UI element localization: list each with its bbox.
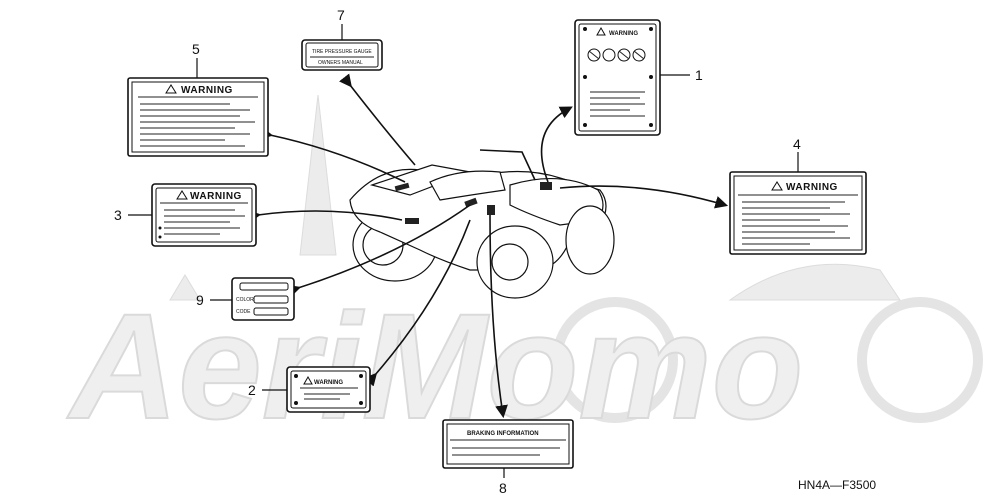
callout-number-1: 1 — [695, 67, 703, 83]
label-9-row1-label: COLOR — [236, 297, 254, 303]
rivet-icon — [583, 27, 587, 31]
label-9-row-empty — [239, 282, 289, 291]
watermark-spire-left — [169, 274, 201, 301]
arrow-label-9 — [286, 204, 471, 298]
label-9-row1-box — [253, 295, 289, 304]
bullet-icon — [158, 235, 162, 239]
watermark-text: AeriMomo — [66, 282, 803, 450]
label-7: TIRE PRESSURE GAUGE OWNERS MANUAL 7 — [301, 7, 383, 71]
callout-number-4: 4 — [793, 136, 801, 152]
arrow-label-3 — [247, 209, 403, 223]
label-8-border — [446, 423, 570, 465]
label-3-heading: WARNING — [190, 191, 242, 202]
label-3: WARNING 3 — [114, 183, 257, 247]
atv-front-hub-left — [491, 243, 529, 281]
diagram-code: HN4A—F3500 — [798, 478, 876, 492]
arrow-label-8 — [489, 214, 508, 419]
watermark-logo: AeriMomo — [65, 94, 983, 451]
arrow-label-1 — [540, 106, 573, 183]
warning-triangle-icon — [303, 375, 313, 385]
rivet-icon — [294, 374, 298, 378]
label-8: BRAKING INFORMATION 8 — [442, 419, 574, 496]
label-7-line1: TIRE PRESSURE GAUGE — [312, 49, 372, 55]
callout-number-2: 2 — [248, 382, 256, 398]
rivet-icon — [649, 75, 653, 79]
pointer-arrows — [247, 73, 729, 419]
rivet-icon — [583, 123, 587, 127]
rivet-icon — [359, 374, 363, 378]
arrow-label-5 — [259, 126, 406, 183]
pictogram-icon-2 — [602, 48, 616, 62]
arrow-label-4 — [559, 185, 729, 209]
callout-number-7: 7 — [337, 7, 345, 23]
pictogram-icon-3 — [617, 48, 631, 62]
label-4-border — [733, 175, 863, 251]
warning-triangle-icon — [596, 26, 606, 36]
atv-front-wheel-right — [565, 205, 615, 275]
label-7-border — [305, 42, 379, 68]
watermark-wheel-left — [552, 297, 678, 423]
callout-number-9: 9 — [196, 292, 204, 308]
label-9: COLOR CODE 9 — [196, 277, 295, 321]
atv-seat — [429, 170, 506, 201]
rivet-icon — [583, 75, 587, 79]
rivet-icon — [649, 27, 653, 31]
label-2: WARNING 2 — [248, 366, 371, 413]
label-2-plate — [286, 366, 371, 413]
atv-decal-mark-4 — [405, 218, 419, 224]
label-5-border — [131, 81, 265, 153]
atv-illustration — [349, 149, 615, 299]
label-1-heading: WARNING — [609, 31, 638, 37]
label-8-heading: BRAKING INFORMATION — [467, 431, 539, 437]
callout-number-8: 8 — [499, 480, 507, 496]
rivet-icon — [359, 401, 363, 405]
atv-decal-mark-5 — [487, 205, 495, 215]
label-9-plate — [231, 277, 295, 321]
label-2-heading: WARNING — [314, 380, 343, 386]
label-1: WARNING 1 — [574, 19, 703, 136]
warning-triangle-icon — [176, 190, 188, 200]
watermark-motorcycle — [728, 263, 901, 301]
label-3-border — [155, 187, 253, 243]
arrow-label-7 — [339, 73, 416, 166]
label-4: WARNING 4 — [729, 136, 867, 255]
label-9-row2-box — [253, 307, 289, 316]
atv-decal-mark-3 — [464, 197, 478, 208]
label-1-border — [578, 23, 657, 132]
label-9-row2-label: CODE — [236, 309, 251, 315]
bullet-icon — [158, 226, 162, 230]
label-5-heading: WARNING — [181, 85, 233, 96]
rivet-icon — [649, 123, 653, 127]
watermark-wheel-right — [857, 297, 983, 423]
label-7-line2: OWNERS MANUAL — [318, 60, 363, 66]
callout-number-3: 3 — [114, 207, 122, 223]
arrow-label-2 — [363, 219, 471, 387]
atv-handlebar — [479, 149, 536, 181]
atv-decal-mark-1 — [394, 182, 410, 192]
callout-number-5: 5 — [192, 41, 200, 57]
prohibited-slash-icon-1 — [588, 50, 600, 60]
pictogram-icon-4 — [632, 48, 646, 62]
rivet-icon — [294, 401, 298, 405]
watermark-tower — [299, 94, 337, 256]
pictogram-icon-1 — [587, 48, 601, 62]
warning-triangle-icon — [165, 84, 177, 94]
atv-decal-mark-2 — [540, 182, 552, 190]
label-4-heading: WARNING — [786, 182, 838, 193]
prohibited-slash-icon-4 — [633, 50, 645, 60]
warning-triangle-icon — [771, 181, 783, 191]
label-8-plate — [442, 419, 574, 469]
label-2-border — [290, 370, 367, 409]
label-1-plate — [574, 19, 661, 136]
label-5: WARNING 5 — [127, 41, 269, 157]
prohibited-slash-icon-3 — [618, 50, 630, 60]
